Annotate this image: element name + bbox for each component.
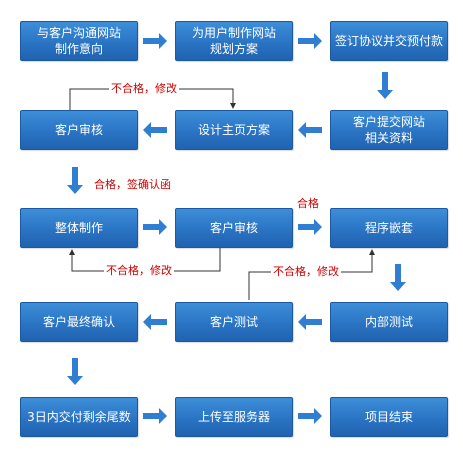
arrow-down-2 [67, 167, 83, 194]
step-label: 3日内交付剩余尾数 [27, 410, 131, 424]
arrow-left-4 [143, 314, 167, 330]
arrow-down-3 [390, 264, 406, 291]
arrow-right-5 [143, 408, 167, 424]
step-label: 与客户沟通网站 制作意向 [36, 26, 121, 56]
step-internal-test: 内部测试 [330, 302, 448, 342]
arrow-down-1 [377, 72, 393, 99]
step-label: 设计主页方案 [197, 123, 270, 137]
step-sign-contract: 签订协议并交预付款 [330, 21, 448, 61]
arrow-left-1 [298, 122, 322, 138]
step-label: 程序嵌套 [364, 221, 413, 235]
step-program-integration: 程序嵌套 [330, 208, 448, 248]
step-full-build: 整体制作 [20, 208, 138, 248]
step-pay-balance: 3日内交付剩余尾数 [20, 397, 138, 437]
arrow-right-6 [298, 408, 322, 424]
step-communicate-intent: 与客户沟通网站 制作意向 [20, 21, 138, 61]
step-final-confirmation: 客户最终确认 [20, 302, 138, 342]
step-customer-review-build: 客户审核 [175, 208, 293, 248]
step-plan-proposal: 为用户制作网站 规划方案 [175, 21, 293, 61]
arrow-left-2 [143, 122, 167, 138]
note-approve-confirm: 合格，签确认函 [94, 178, 171, 191]
arrow-right-3 [143, 219, 167, 235]
step-submit-materials: 客户提交网站 相关资料 [330, 110, 448, 150]
step-label: 客户提交网站 相关资料 [352, 115, 425, 145]
arrow-right-4 [298, 219, 322, 235]
step-label: 客户审核 [54, 123, 103, 137]
step-upload-server: 上传至服务器 [175, 397, 293, 437]
step-label: 客户测试 [209, 315, 258, 329]
step-project-end: 项目结束 [330, 397, 448, 437]
step-label: 整体制作 [54, 221, 103, 235]
step-label: 项目结束 [364, 410, 413, 424]
step-label: 为用户制作网站 规划方案 [191, 26, 276, 56]
note-reject-design: 不合格，修改 [109, 82, 179, 96]
note-approve: 合格 [297, 197, 319, 210]
arrow-down-4 [67, 358, 83, 385]
step-customer-review-design: 客户审核 [20, 110, 138, 150]
step-customer-test: 客户测试 [175, 302, 293, 342]
step-label: 签订协议并交预付款 [334, 34, 443, 48]
step-label: 客户最终确认 [42, 315, 115, 329]
arrow-right-2 [298, 33, 322, 49]
step-design-homepage: 设计主页方案 [175, 110, 293, 150]
arrow-right-1 [143, 33, 167, 49]
note-reject-build: 不合格，修改 [104, 264, 174, 278]
arrow-left-3 [298, 314, 322, 330]
step-label: 上传至服务器 [197, 410, 270, 424]
note-reject-test: 不合格，修改 [271, 265, 341, 279]
step-label: 内部测试 [364, 315, 413, 329]
step-label: 客户审核 [209, 221, 258, 235]
